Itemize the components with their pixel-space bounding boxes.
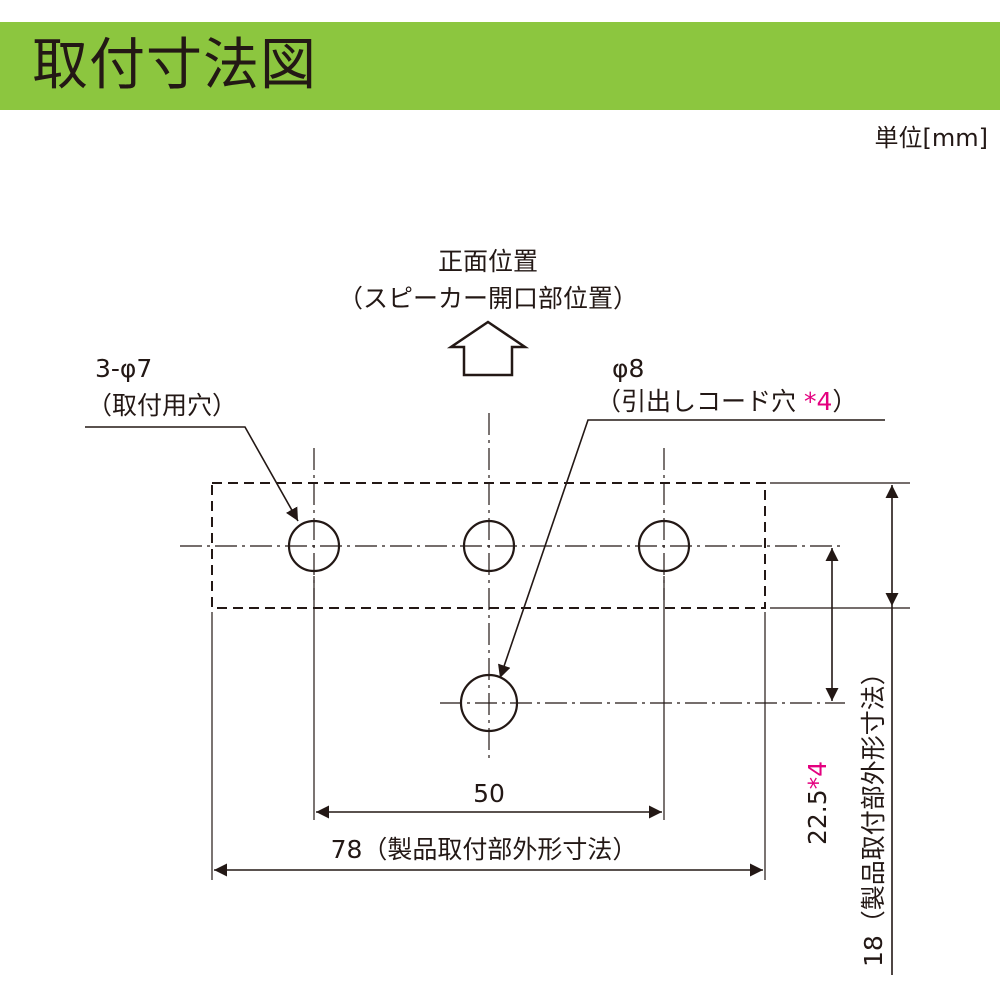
mount-hole-left	[287, 519, 341, 573]
dim-height-label: 18（製品取付部外形寸法）	[859, 660, 888, 967]
cord-hole-label-line1: φ8	[612, 354, 644, 383]
leader-mount-holes	[85, 426, 299, 522]
dim-width-label: 78（製品取付部外形寸法）	[331, 835, 638, 864]
front-arrow-icon	[446, 320, 530, 377]
leader-cord-hole	[498, 419, 885, 679]
unit-label: 単位[mm]	[874, 124, 988, 152]
header-bar	[0, 22, 1000, 108]
dim-offset-label: 22.5*4	[803, 761, 832, 845]
mount-holes-label-line1: 3-φ7	[95, 354, 152, 383]
front-label-line1: 正面位置	[438, 247, 538, 276]
cord-hole	[459, 673, 519, 733]
mount-hole-center	[462, 519, 516, 573]
dim-pitch-label: 50	[473, 779, 505, 808]
mount-holes-label-line2: （取付用穴）	[87, 391, 237, 420]
page-title: 取付寸法図	[32, 33, 317, 98]
header-rule	[0, 108, 1000, 110]
cord-hole-label-line2: （引出しコード穴 *4）	[596, 387, 857, 416]
mount-hole-right	[637, 519, 691, 573]
front-label-line2: （スピーカー開口部位置）	[338, 284, 638, 313]
